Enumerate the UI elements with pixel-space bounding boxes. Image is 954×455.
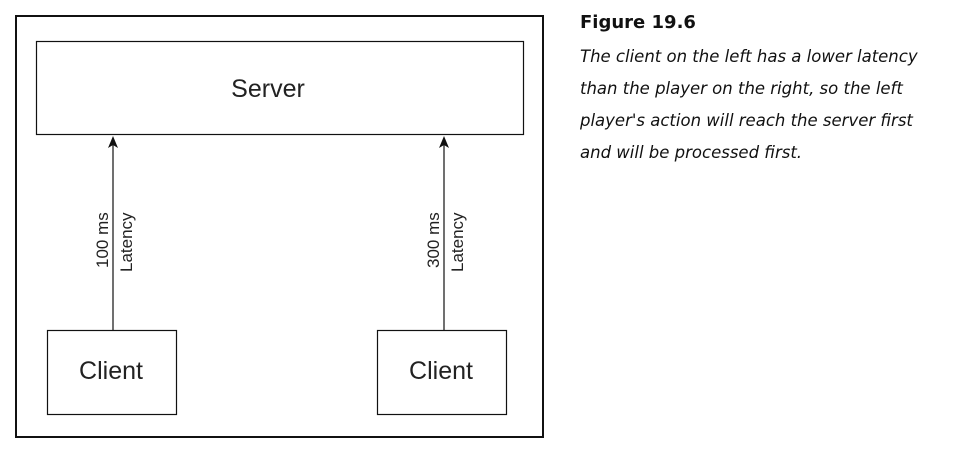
client-right-box <box>376 329 508 416</box>
figure-caption: Figure 19.6 The client on the left has a… <box>580 12 945 169</box>
client-left-box <box>46 329 178 416</box>
right-arrowhead-icon <box>439 136 449 148</box>
left-arrowhead-icon <box>108 136 118 148</box>
left-latency-word: Latency <box>117 212 136 272</box>
client-left-label: Client <box>79 357 143 385</box>
figure-description: The client on the left has a lower laten… <box>580 47 918 162</box>
server-label: Server <box>231 75 305 103</box>
right-latency-value: 300 ms <box>424 212 443 268</box>
server-box <box>35 40 525 136</box>
client-right-label: Client <box>409 357 473 385</box>
figure-title: Figure 19.6 <box>580 12 696 33</box>
diagram-frame <box>15 15 544 438</box>
left-latency-value: 100 ms <box>93 212 112 268</box>
right-latency-word: Latency <box>448 212 467 272</box>
